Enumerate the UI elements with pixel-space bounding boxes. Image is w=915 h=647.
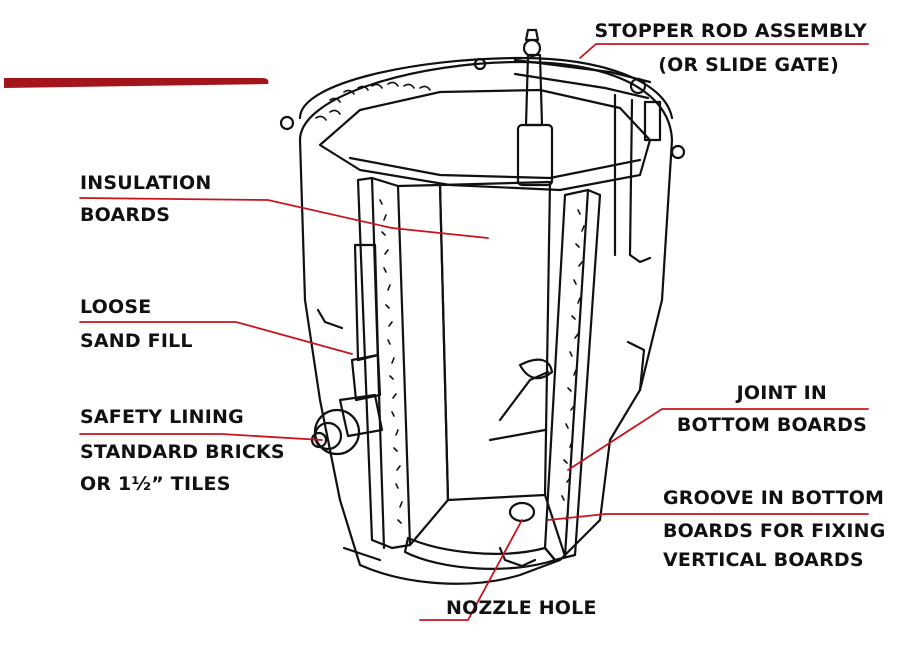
label-loose-sand-1: LOOSE [80, 296, 152, 318]
label-groove-3: VERTICAL BOARDS [663, 549, 864, 571]
leader-loose-sand [79, 321, 353, 355]
ladle-outer-shell [298, 60, 674, 585]
label-insulation-1: INSULATION [80, 172, 212, 194]
leader-insulation-2 [391, 227, 489, 239]
label-loose-sand-2: SAND FILL [80, 330, 193, 352]
label-nozzle: NOZZLE HOLE [446, 597, 597, 619]
inner-opening [318, 88, 652, 192]
leader-joint [567, 408, 869, 471]
label-safety-lining-2: STANDARD BRICKS [80, 441, 285, 463]
label-joint-2: BOTTOM BOARDS [676, 414, 867, 436]
back-panel-center [438, 180, 552, 502]
leader-insulation [79, 197, 393, 229]
top-rim [298, 56, 674, 120]
bottom-ring [403, 536, 557, 570]
leader-stopper-rod [579, 43, 869, 59]
label-joint-1: JOINT IN [736, 382, 827, 404]
right-board [543, 188, 602, 562]
leader-safety-lining [79, 433, 323, 441]
label-safety-lining-1: SAFETY LINING [80, 406, 244, 428]
nozzle [508, 501, 536, 523]
accent-bar [4, 78, 269, 88]
label-groove-1: GROOVE IN BOTTOM [663, 487, 885, 509]
label-groove-2: BOARDS FOR FIXING [663, 520, 886, 542]
label-stopper-rod-1: STOPPER ROD ASSEMBLY [594, 20, 867, 42]
label-safety-lining-3: OR 1½” TILES [80, 473, 231, 495]
label-insulation-2: BOARDS [80, 204, 171, 226]
leader-nozzle [419, 519, 523, 621]
label-stopper-rod-2: (OR SLIDE GATE) [658, 54, 839, 76]
leader-groove [547, 513, 869, 521]
